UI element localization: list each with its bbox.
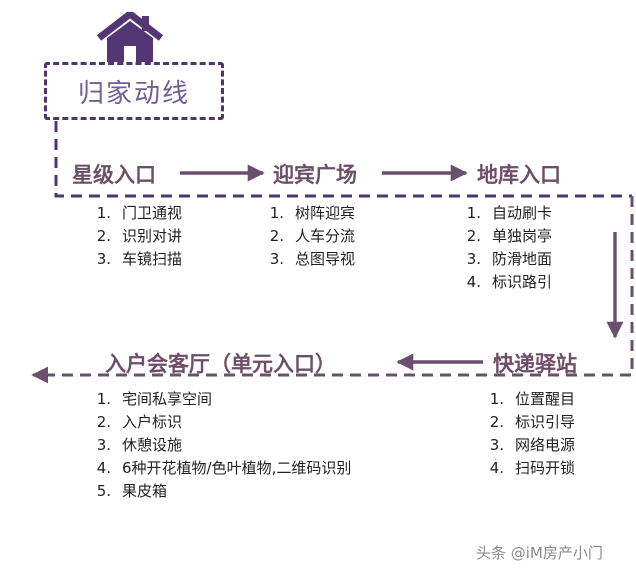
item-list-entry: 1. 门卫通视 2. 识别对讲 3. 车镜扫描 [85, 202, 182, 271]
list-item: 4. 扫码开锁 [478, 457, 575, 480]
list-item: 2. 单独岗亭 [455, 225, 552, 248]
list-item-number: 1. [96, 390, 111, 408]
list-item-label: 果皮箱 [122, 482, 168, 500]
list-item-number: 2. [489, 413, 504, 431]
stage-header-garage: 地库入口 [477, 163, 561, 187]
list-item-number: 1. [489, 390, 504, 408]
list-item-label: 识别对讲 [122, 227, 183, 245]
diagram-title-box: 归家动线 [44, 62, 224, 120]
list-item: 3. 休憩设施 [85, 434, 351, 457]
list-item-number: 1. [269, 204, 284, 222]
list-item: 1. 位置醒目 [478, 388, 575, 411]
list-item: 1. 门卫通视 [85, 202, 182, 225]
list-item: 3. 总图导视 [258, 248, 355, 271]
list-item: 1. 自动刷卡 [455, 202, 552, 225]
list-item-number: 1. [466, 204, 481, 222]
list-item-label: 位置醒目 [515, 390, 576, 408]
item-list-lobby: 1. 宅间私享空间 2. 入户标识 3. 休憩设施 4. 6种开花植物/色叶植物… [85, 388, 352, 503]
list-item-label: 网络电源 [515, 436, 576, 454]
list-item-label: 门卫通视 [122, 204, 183, 222]
list-item-number: 3. [96, 436, 111, 454]
list-item-label: 宅间私享空间 [122, 390, 213, 408]
page-title: 归家动线 [77, 78, 190, 109]
list-item: 2. 人车分流 [258, 225, 355, 248]
list-item-label: 自动刷卡 [492, 204, 553, 222]
stage-header-entry: 星级入口 [72, 163, 156, 187]
list-item: 2. 标识引导 [478, 411, 575, 434]
list-item: 3. 车镜扫描 [85, 248, 182, 271]
list-item-label: 车镜扫描 [122, 250, 183, 268]
stage-header-lobby: 入户会客厅（单元入口） [105, 352, 336, 376]
list-item: 2. 识别对讲 [85, 225, 182, 248]
list-item-number: 2. [466, 227, 481, 245]
list-item: 5. 果皮箱 [85, 480, 351, 503]
list-item-number: 3. [96, 250, 111, 268]
list-item-label: 防滑地面 [492, 250, 553, 268]
list-item-number: 1. [96, 204, 111, 222]
stage-header-plaza: 迎宾广场 [273, 163, 357, 187]
list-item: 1. 宅间私享空间 [85, 388, 351, 411]
watermark: 头条 @iM房产小门 [476, 544, 603, 562]
list-item-number: 3. [489, 436, 504, 454]
list-item-number: 3. [269, 250, 284, 268]
list-item: 4. 6种开花植物/色叶植物,二维码识别 [85, 457, 352, 480]
list-item-number: 2. [96, 413, 111, 431]
stage-header-express: 快递驿站 [493, 352, 577, 376]
list-item-number: 4. [96, 459, 111, 477]
list-item-number: 4. [466, 273, 481, 291]
list-item-label: 6种开花植物/色叶植物,二维码识别 [122, 459, 352, 477]
list-item-number: 2. [96, 227, 111, 245]
list-item-label: 树阵迎宾 [295, 204, 356, 222]
list-item-label: 标识引导 [515, 413, 576, 431]
item-list-express: 1. 位置醒目 2. 标识引导 3. 网络电源 4. 扫码开锁 [478, 388, 575, 480]
item-list-garage: 1. 自动刷卡 2. 单独岗亭 3. 防滑地面 4. 标识路引 [455, 202, 552, 294]
list-item-number: 4. [489, 459, 504, 477]
list-item: 3. 防滑地面 [455, 248, 552, 271]
list-item-label: 休憩设施 [122, 436, 183, 454]
list-item: 2. 入户标识 [85, 411, 351, 434]
list-item-label: 标识路引 [492, 273, 553, 291]
list-item-label: 入户标识 [122, 413, 183, 431]
item-list-plaza: 1. 树阵迎宾 2. 人车分流 3. 总图导视 [258, 202, 355, 271]
list-item: 1. 树阵迎宾 [258, 202, 355, 225]
house-icon [96, 9, 164, 64]
list-item-label: 单独岗亭 [492, 227, 553, 245]
list-item-number: 2. [269, 227, 284, 245]
list-item-number: 5. [96, 482, 111, 500]
list-item-number: 3. [466, 250, 481, 268]
list-item-label: 扫码开锁 [515, 459, 576, 477]
list-item-label: 总图导视 [295, 250, 356, 268]
list-item-label: 人车分流 [295, 227, 356, 245]
list-item: 3. 网络电源 [478, 434, 575, 457]
list-item: 4. 标识路引 [455, 271, 552, 294]
